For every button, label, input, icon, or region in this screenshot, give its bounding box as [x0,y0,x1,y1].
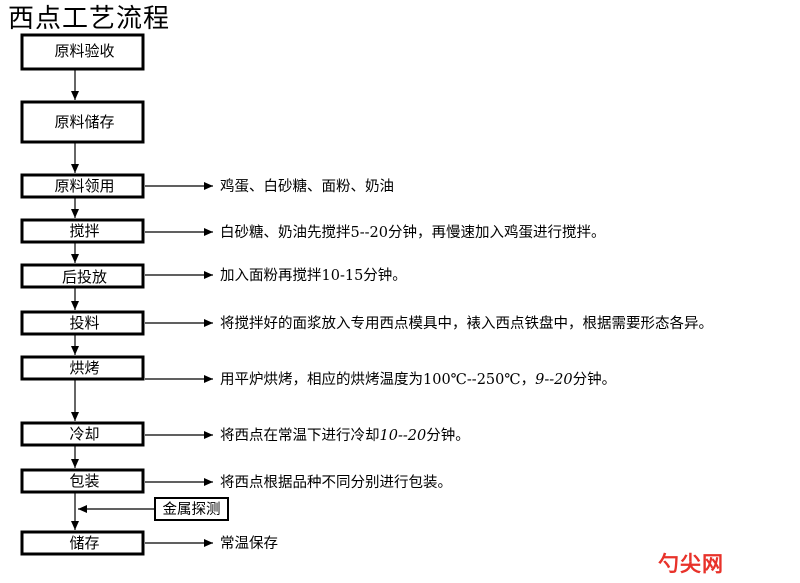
step-label: 包装 [69,472,99,490]
watermark-logo: 勺尖网 [658,552,724,576]
step-label: 烘烤 [69,359,99,377]
step-label: 搅拌 [69,222,99,240]
step-note: 常温保存 [220,535,278,552]
step-box: 原料领用 [20,173,145,199]
step-note: 加入面粉再搅拌10-15分钟。 [220,267,407,284]
step-note: 用平炉烘烤，相应的烘烤温度为100℃--250℃，9--20分钟。 [220,370,616,388]
step-box: 包装 [20,468,145,494]
step-note: 将西点在常温下进行冷却10--20分钟。 [220,427,470,444]
step-box: 冷却 [20,421,145,447]
step-box: 投料 [20,310,145,336]
side-input-label: 金属探测 [163,501,221,518]
step-label: 原料储存 [54,113,114,131]
step-box: 原料储存 [20,100,145,144]
step-label: 原料领用 [54,177,114,195]
step-box: 搅拌 [20,218,145,244]
page-title: 西点工艺流程 [8,4,171,34]
step-label: 冷却 [69,425,99,443]
step-box: 后投放 [20,263,145,289]
step-box: 烘烤 [20,355,145,381]
step-note: 将搅拌好的面浆放入专用西点模具中，裱入西点铁盘中，根据需要形态各异。 [220,314,713,332]
step-label: 原料验收 [54,42,114,60]
step-box: 原料验收 [20,33,145,71]
step-note: 鸡蛋、白砂糖、面粉、奶油 [220,178,394,195]
step-label: 投料 [69,314,99,332]
step-note: 白砂糖、奶油先搅拌5--20分钟，再慢速加入鸡蛋进行搅拌。 [220,224,605,241]
step-label: 后投放 [62,268,107,286]
side-input-box: 金属探测 [154,497,229,521]
step-box: 储存 [20,530,145,556]
step-note: 将西点根据品种不同分别进行包装。 [220,474,452,491]
step-label: 储存 [69,534,99,552]
